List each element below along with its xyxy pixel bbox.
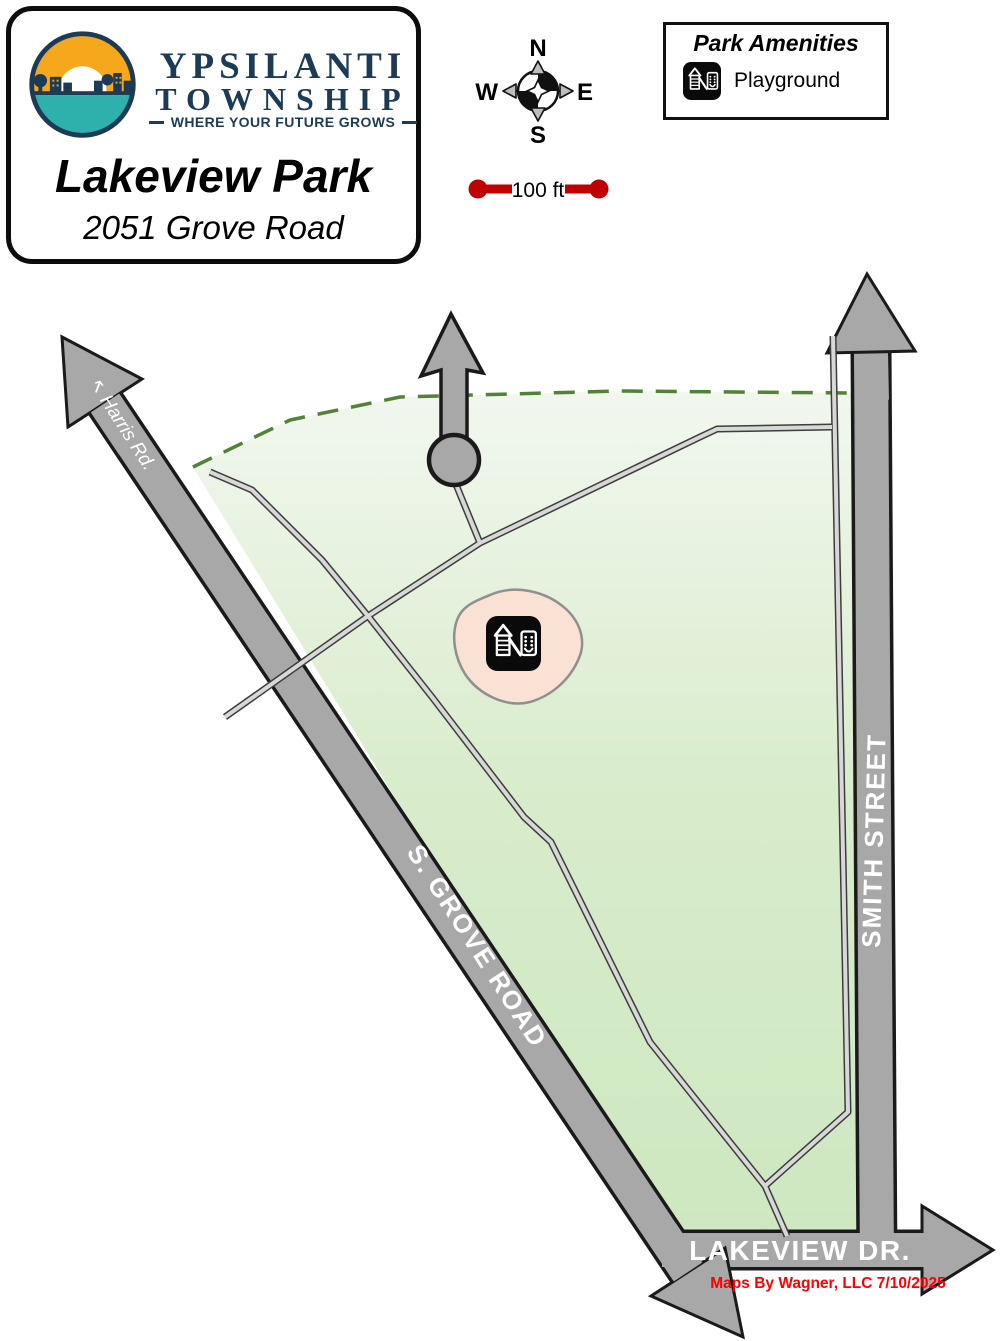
path-north-south [209, 470, 767, 1188]
scale-bar-label: 100 ft [512, 179, 565, 202]
path-smith-sidewalk [763, 335, 850, 1237]
tagline-text: WHERE YOUR FUTURE GROWS [170, 114, 396, 130]
road-arrowheads [60, 270, 996, 1340]
road-s-grove [90, 393, 703, 1282]
compass-east-label: E [577, 79, 593, 106]
playground-icon [486, 616, 541, 671]
tagline-right-dash [402, 120, 417, 124]
logo-skyline [31, 73, 134, 96]
park-title: Lakeview Park [54, 150, 373, 202]
title-card: YPSILANTI TOWNSHIP WHERE YOUR FUTURE GRO… [6, 6, 421, 264]
org-name-line1: YPSILANTI [159, 46, 407, 87]
park-boundary-dashed-line [192, 389, 853, 469]
township-logo [29, 31, 136, 138]
smith-street-label: SMITH STREET [856, 733, 892, 948]
compass-rose: N S W E [475, 35, 593, 149]
path-entrance-stem [453, 481, 482, 544]
compass-north-label: N [529, 35, 546, 62]
legend-item-label: Playground [734, 69, 841, 92]
park-paths [209, 335, 850, 1237]
scale-bar: 100 ft [468, 179, 609, 202]
arrowhead-seam-covers [90, 353, 924, 1282]
compass-pointers [502, 60, 574, 122]
map-credit: Maps By Wagner, LLC 7/10/2025 [710, 1275, 946, 1292]
compass-west-label: W [475, 79, 498, 106]
org-name-line2: TOWNSHIP [155, 81, 411, 117]
amenities-legend: Park Amenities Playground [663, 22, 889, 120]
smith-street-arrowhead [824, 270, 918, 355]
entrance-bulb [426, 432, 482, 488]
path-southwest-northeast [223, 425, 833, 719]
road-smith [854, 351, 894, 1267]
park-address: 2051 Grove Road [83, 209, 344, 246]
park-entrance-arrow [417, 310, 487, 488]
org-tagline: WHERE YOUR FUTURE GROWS [149, 114, 417, 130]
lakeview-drive-label: LAKEVIEW DR. [689, 1235, 911, 1266]
legend-title: Park Amenities [693, 30, 859, 56]
legend-item-playground: Playground [683, 62, 886, 100]
compass-south-label: S [530, 122, 546, 149]
tagline-left-dash [149, 120, 164, 124]
playground-icon [683, 62, 721, 100]
